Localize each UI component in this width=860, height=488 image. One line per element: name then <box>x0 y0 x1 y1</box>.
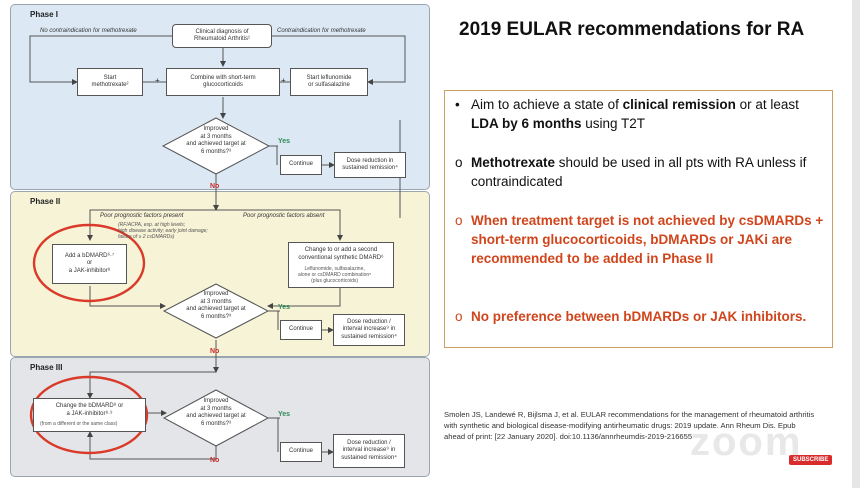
phase-2-label: Phase II <box>30 197 61 206</box>
plus-sign-2: + <box>281 76 286 85</box>
yes-label-phase3: Yes <box>278 411 291 418</box>
yes-label-phase2: Yes <box>278 304 291 311</box>
dose-reduction-box-phase3: Dose reduction / interval increase⁹ in s… <box>333 434 405 468</box>
no-label-phase3: No <box>210 457 220 464</box>
poor-factors-present-label: Poor prognostic factors present <box>100 213 184 219</box>
dose-reduction-box-phase1: Dose reduction in sustained remission⁴ <box>334 152 406 178</box>
bullet-marker: • <box>455 97 460 112</box>
bullet-marker: o <box>455 309 463 324</box>
bullet-text-part: Methotrexate <box>471 155 556 170</box>
bullet-text-part: using T2T <box>581 116 646 132</box>
decision-text-phase2: Improved at 3 months and achieved target… <box>186 291 246 320</box>
no-label-phase1: No <box>210 183 220 190</box>
decision-diamond-phase1 <box>161 117 271 175</box>
diagnosis-box: Clinical diagnosis of Rheumatoid Arthrit… <box>172 24 272 48</box>
bullet-text-part: LDA by 6 months <box>471 116 582 132</box>
subscribe-button[interactable]: SUBSCRIBE <box>789 455 833 465</box>
change-csdmard-box: Change to or add a second conventional s… <box>288 242 394 288</box>
no-contraindication-label: No contraindication for methotrexate <box>40 28 137 34</box>
bullet-2: o Methotrexate should be used in all pts … <box>455 153 827 191</box>
bullet-text-part: or at least <box>735 97 799 112</box>
highlight-circle-phase3 <box>29 375 149 455</box>
add-bdmard-box: Add a bDMARD⁶·⁷ or a JAK-inhibitor⁸ <box>52 244 127 284</box>
no-label-phase2: No <box>210 348 220 355</box>
bullet-text-part: No preference between bDMARDs or JAK inh… <box>471 309 807 324</box>
contraindication-label: Contraindication for methotrexate <box>277 28 366 34</box>
continue-box-phase2: Continue <box>280 320 322 340</box>
phase-3-label: Phase III <box>30 363 63 372</box>
bullet-text-part: Aim to achieve a state of <box>471 97 623 112</box>
plus-sign-1: + <box>155 76 160 85</box>
right-edge-bar <box>852 0 860 488</box>
start-leflunomide-box: Start leflunomide or sulfasalazine <box>290 68 368 96</box>
dose-reduction-box-phase2: Dose reduction / interval increase⁹ in s… <box>333 314 405 346</box>
bullet-text-part: should be used in all pts with RA unless… <box>471 155 807 190</box>
reference-text: Smolen JS, Landewé R, Bijlsma J, et al. … <box>444 409 844 442</box>
continue-box-phase1: Continue <box>280 155 322 175</box>
decision-diamond-phase2 <box>162 283 270 339</box>
bullet-1: • Aim to achieve a state of clinical remi… <box>455 95 827 133</box>
bullet-4: o No preference between bDMARDs or JAK in… <box>455 307 827 326</box>
poor-factors-absent-label: Poor prognostic factors absent <box>243 213 325 219</box>
reference-line-3: ahead of print: [22 January 2020]. doi:1… <box>444 432 693 441</box>
combine-glucocorticoids-box: Combine with short-term glucocorticoids <box>166 68 280 96</box>
reference-line-2: with synthetic and biological disease-mo… <box>444 421 796 430</box>
bullet-marker: o <box>455 155 463 170</box>
phase-1-label: Phase I <box>30 10 59 19</box>
decision-diamond-phase3 <box>162 389 270 447</box>
bullet-marker: o <box>455 213 463 228</box>
bullet-text-part: clinical remission <box>622 97 736 112</box>
csdmard-note: Leflunomide, sulfasalazine, alone or csD… <box>298 266 372 284</box>
poor-factors-note: (RF/ACPA, esp. at high levels; high dise… <box>118 222 208 240</box>
slide-title: 2019 EULAR recommendations for RA <box>459 19 805 40</box>
zoom-watermark: zoom <box>690 420 803 464</box>
decision-text-phase3: Improved at 3 months and achieved target… <box>186 398 246 427</box>
continue-box-phase3: Continue <box>280 442 322 462</box>
reference-line-1: Smolen JS, Landewé R, Bijlsma J, et al. … <box>444 410 815 419</box>
decision-text-phase1: Improved at 3 months and achieved target… <box>186 126 246 155</box>
start-methotrexate-box: Start methotrexate² <box>77 68 143 96</box>
change-bdmard-box: Change the bDMARD⁸ or a JAK-inhibitor⁸·⁹ <box>33 398 146 432</box>
flowchart-connectors <box>29 35 406 460</box>
bullet-text-part: When treatment target is not achieved by… <box>471 213 824 267</box>
yes-label-phase1: Yes <box>278 138 291 145</box>
bullet-3: o When treatment target is not achieved b… <box>455 211 827 268</box>
recommendations-panel: • Aim to achieve a state of clinical remi… <box>444 90 833 348</box>
change-class-note: (from a different or the same class) <box>40 421 118 427</box>
highlight-circle-phase2 <box>32 223 146 303</box>
